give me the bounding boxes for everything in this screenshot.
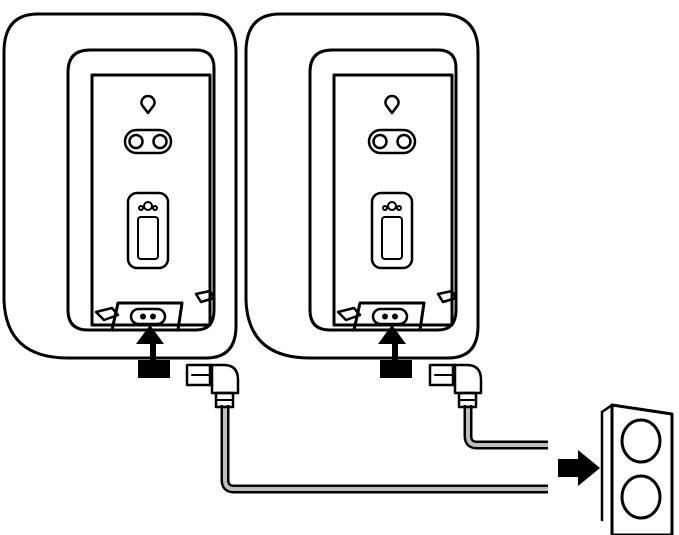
power-cable-right: [463, 405, 548, 450]
speaker-left-foot: [94, 306, 120, 322]
plug-left-head: [185, 363, 214, 387]
plate-inner: [381, 216, 403, 260]
port-pin: [150, 313, 156, 320]
screw-hole: [396, 133, 412, 150]
power-plug-icon: [185, 363, 240, 409]
plate-dot: [152, 205, 158, 211]
speaker-left-back-panel: [90, 73, 212, 327]
plug-right-elbow: [451, 363, 483, 395]
screw-holes-icon: [367, 128, 417, 155]
plate-dot: [143, 201, 153, 211]
arrow-right-outlet: [558, 450, 600, 486]
plate-dot: [387, 201, 397, 211]
speaker-right-foot: [336, 306, 362, 322]
power-cable-right-core: [466, 405, 548, 447]
plate-inner: [137, 216, 159, 260]
plug-right-head: [428, 363, 457, 387]
screw-hole: [128, 133, 144, 150]
outlet-edge: [600, 403, 614, 414]
speaker-right-foot: [436, 289, 458, 304]
keyhole-mount-icon: [140, 94, 156, 115]
outlet-socket-bottom: [620, 474, 662, 520]
screw-hole: [152, 133, 168, 150]
power-cable-left-core: [223, 405, 548, 491]
plate-dot: [138, 205, 144, 211]
speaker-left: [2, 12, 238, 360]
power-port-left: [110, 301, 184, 332]
speaker-left-foot: [194, 289, 216, 304]
outlet-socket-top: [620, 418, 662, 464]
plate-dot: [382, 205, 388, 211]
speaker-left-label-plate: [126, 191, 170, 270]
speaker-left-body: [2, 12, 238, 360]
keyhole-mount-icon: [384, 94, 400, 115]
plug-left-elbow: [208, 363, 240, 395]
power-port-icon: [371, 307, 409, 326]
power-plug-icon: [428, 363, 483, 409]
speaker-right-body: [244, 12, 480, 360]
plate-dot: [396, 205, 402, 211]
power-port-icon: [129, 307, 167, 326]
screw-holes-icon: [123, 128, 173, 155]
port-pin: [382, 313, 388, 320]
wall-outlet-plate: [610, 403, 674, 535]
port-pin: [392, 313, 398, 320]
power-port-right: [352, 301, 426, 332]
port-pin: [140, 313, 146, 320]
speaker-left-back-recess: [66, 48, 216, 332]
speaker-right: [244, 12, 480, 360]
wall-outlet-icon: [600, 403, 674, 535]
screw-hole: [372, 133, 388, 150]
arrow-up-right-tail: [380, 360, 412, 378]
speaker-right-label-plate: [370, 191, 414, 270]
speaker-right-back-recess: [308, 48, 458, 332]
arrow-up-left-tail: [138, 360, 170, 378]
